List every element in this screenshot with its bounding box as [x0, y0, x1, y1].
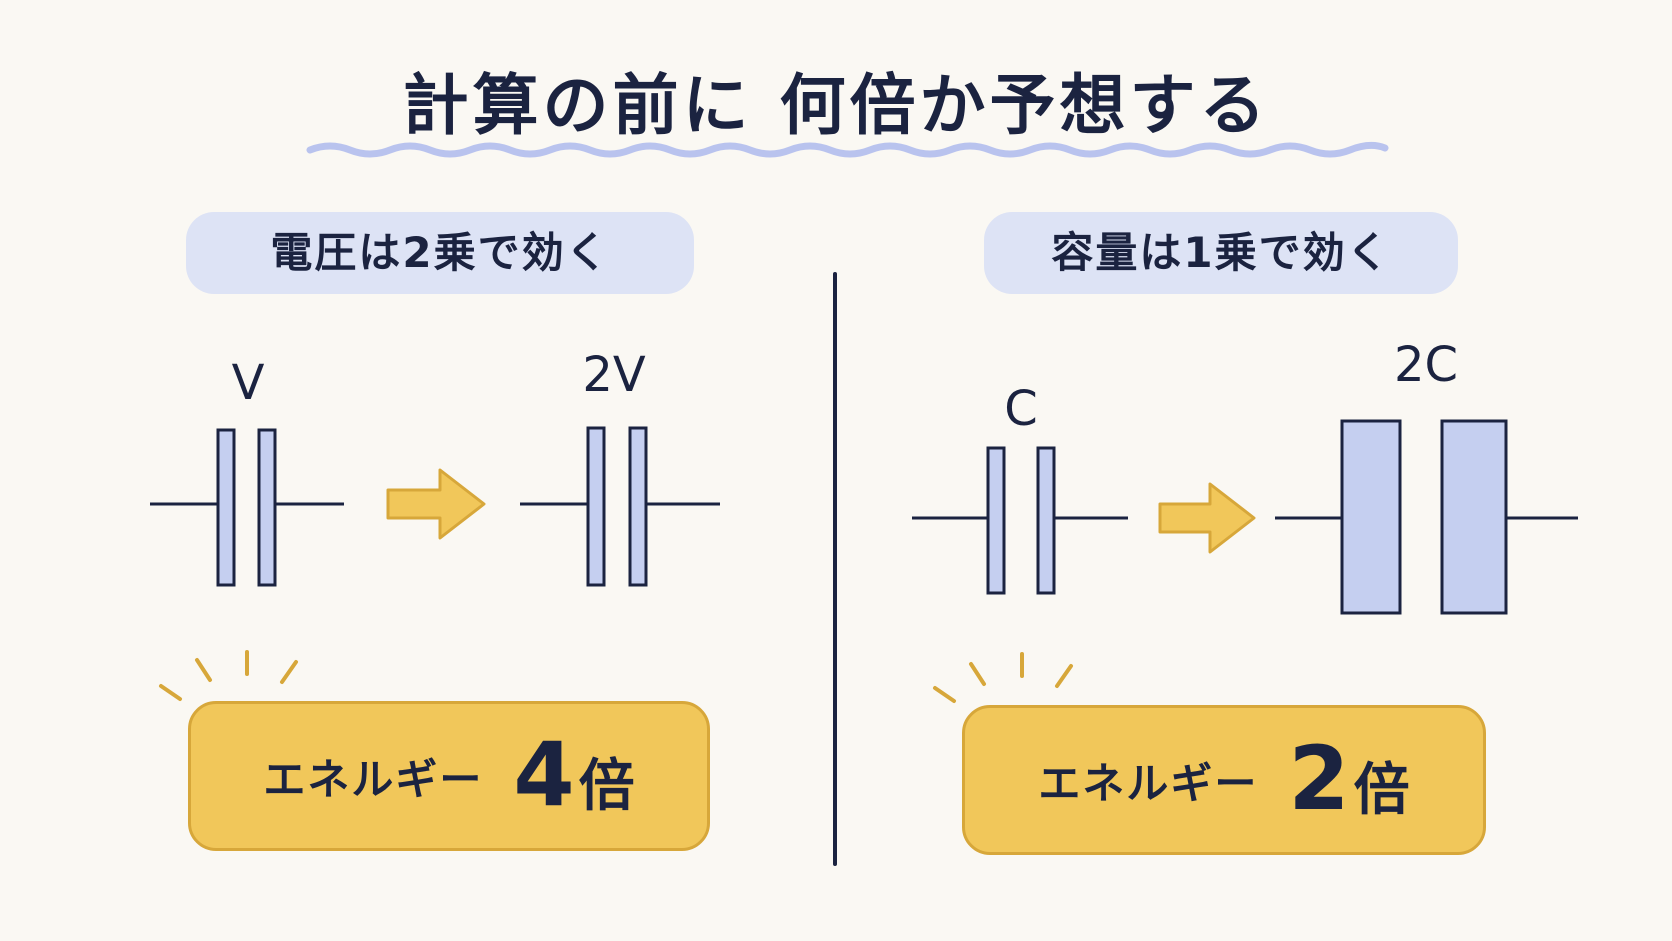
capacitor-icon — [150, 428, 344, 587]
label-after-capacitance: 2C — [1393, 337, 1459, 393]
right-arrow-icon — [386, 468, 486, 540]
heading-voltage: 電圧は2乗で効く — [186, 212, 694, 294]
result-multiplier: 2 倍 — [1288, 726, 1410, 830]
label-before-capacitance: C — [1004, 381, 1038, 437]
capacitor-icon — [1275, 419, 1578, 615]
result-box-capacitance: エネルギー 2 倍 — [962, 705, 1486, 855]
sparkle-icon — [933, 652, 1073, 703]
result-multiplier: 4 倍 — [513, 722, 635, 826]
result-box-voltage: エネルギー 4 倍 — [188, 701, 710, 851]
result-unit: 倍 — [1353, 757, 1410, 823]
sparkle-icon — [159, 650, 298, 701]
result-number: 2 — [1288, 726, 1350, 830]
capacitor-icon — [912, 446, 1128, 595]
title-underline — [306, 141, 1389, 158]
result-unit: 倍 — [578, 753, 635, 819]
page-title: 計算の前に 何倍か予想する — [402, 67, 1270, 144]
capacitor-icon — [520, 426, 720, 587]
result-number: 4 — [513, 722, 575, 826]
label-after-voltage: 2V — [582, 347, 646, 403]
right-arrow-icon — [1158, 482, 1256, 554]
label-before-voltage: V — [231, 355, 265, 411]
result-word: エネルギー — [1038, 758, 1259, 808]
result-word: エネルギー — [263, 754, 484, 804]
panel-divider — [833, 272, 837, 866]
heading-capacitance: 容量は1乗で効く — [984, 212, 1458, 294]
